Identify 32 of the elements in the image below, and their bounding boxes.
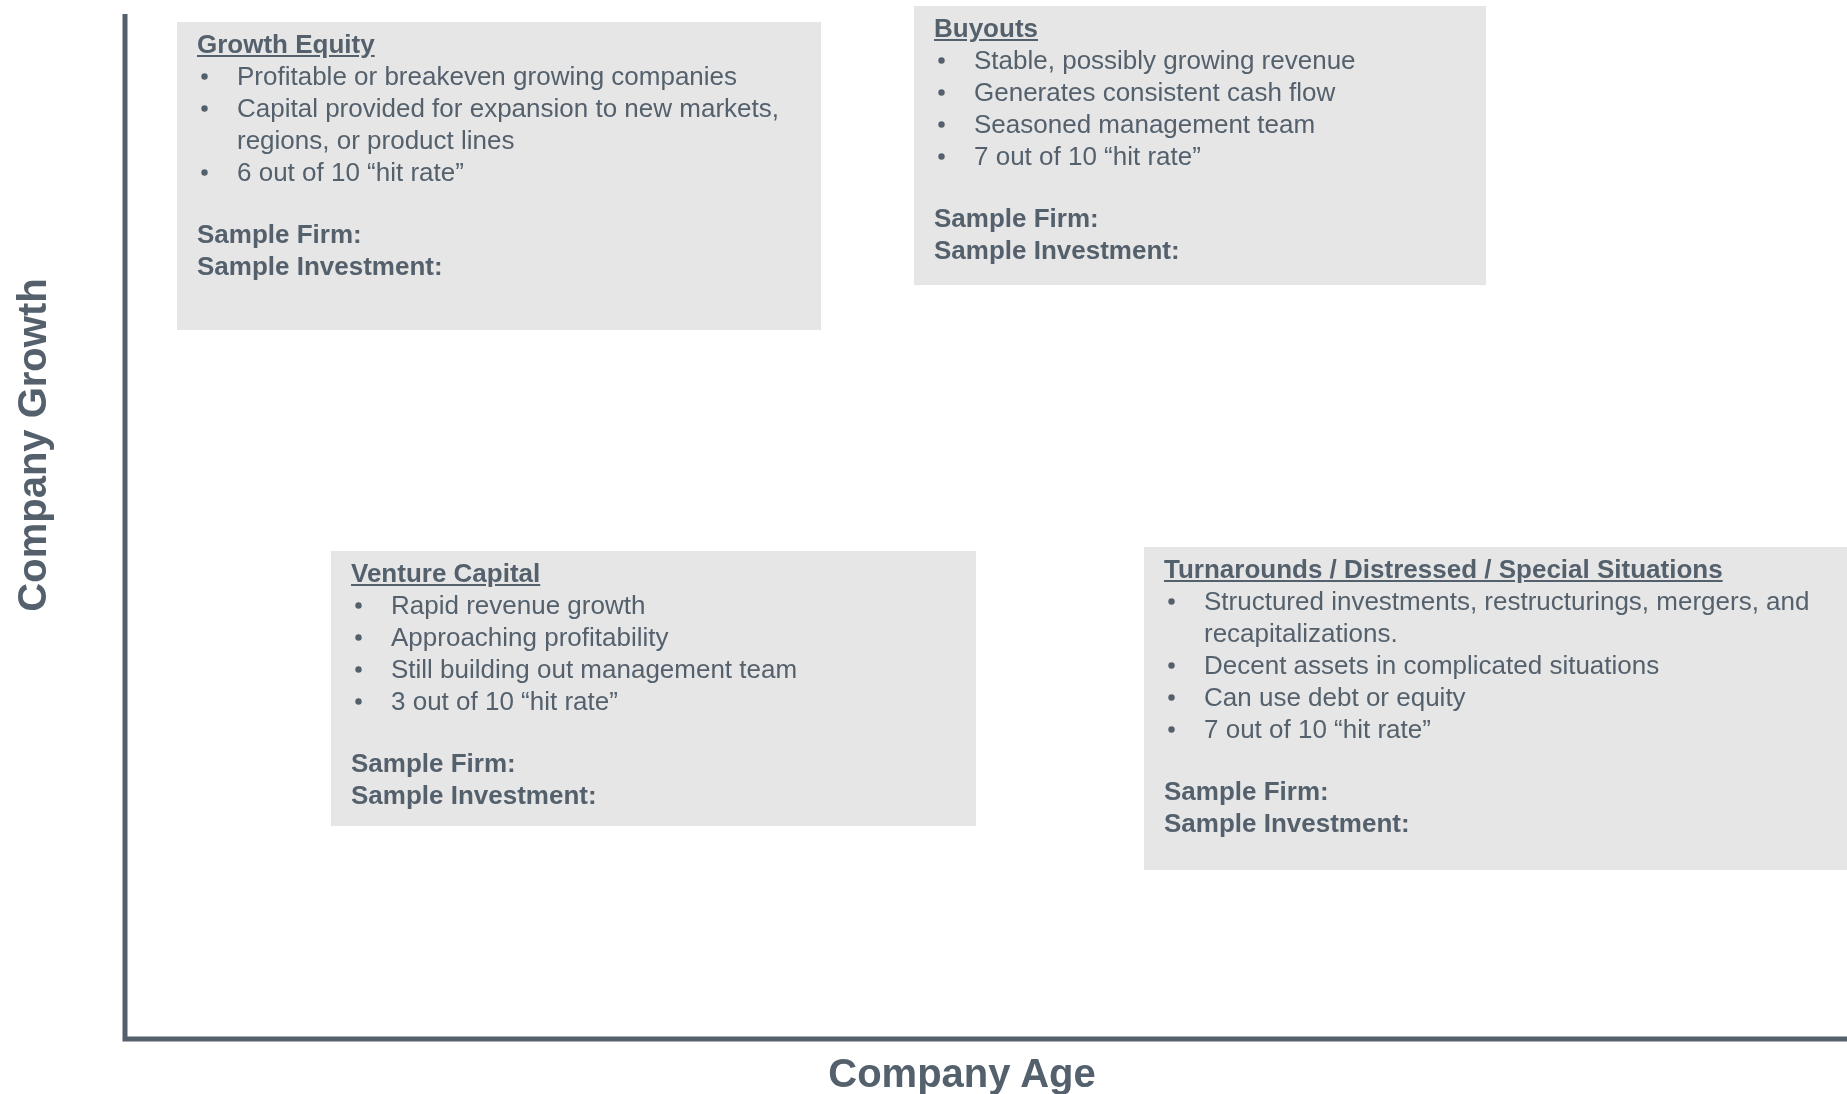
bullet-text: 7 out of 10 “hit rate” — [974, 141, 1201, 171]
bullet-text: Seasoned management team — [974, 109, 1316, 139]
field-label: Sample Firm: — [1164, 775, 1329, 807]
category-card — [331, 551, 976, 826]
bullet-text: 7 out of 10 “hit rate” — [1204, 714, 1431, 744]
field-label: Sample Investment: — [197, 250, 443, 282]
bullet-text: Rapid revenue growth — [391, 590, 646, 620]
card-heading: Growth Equity — [197, 28, 375, 60]
bullet-text: Approaching profitability — [391, 622, 669, 652]
field-label: Sample Investment: — [351, 779, 597, 811]
bullet-text: Generates consistent cash flow — [974, 77, 1336, 107]
field-label: Sample Investment: — [934, 234, 1180, 266]
bullet-text: Capital provided for expansion to new markets, regions, or product lines — [237, 93, 779, 155]
bullet-text: Profitable or breakeven growing companies — [237, 61, 738, 91]
field-label: Sample Firm: — [351, 747, 516, 779]
field-label: Sample Firm: — [197, 218, 362, 250]
bullet-text: Decent assets in complicated situations — [1204, 650, 1660, 680]
bullet-text: 6 out of 10 “hit rate” — [237, 157, 464, 187]
category-card — [1144, 547, 1847, 870]
card-heading: Venture Capital — [351, 557, 541, 589]
field-label: Sample Firm: — [934, 202, 1099, 234]
card-heading: Turnarounds / Distressed / Special Situations — [1164, 553, 1723, 585]
card-heading: Buyouts — [934, 12, 1038, 44]
category-card — [177, 22, 821, 330]
bullet-text: Structured investments, restructurings, mergers, and recapitalizations. — [1204, 586, 1810, 648]
bullet-text: Still building out management team — [391, 654, 798, 684]
y-axis-title: Company Growth — [9, 278, 55, 612]
field-label: Sample Investment: — [1164, 807, 1410, 839]
category-card — [914, 6, 1486, 285]
bullet-text: Can use debt or equity — [1204, 682, 1466, 712]
bullet-text: 3 out of 10 “hit rate” — [391, 686, 618, 716]
bullet-text: Stable, possibly growing revenue — [974, 45, 1356, 75]
